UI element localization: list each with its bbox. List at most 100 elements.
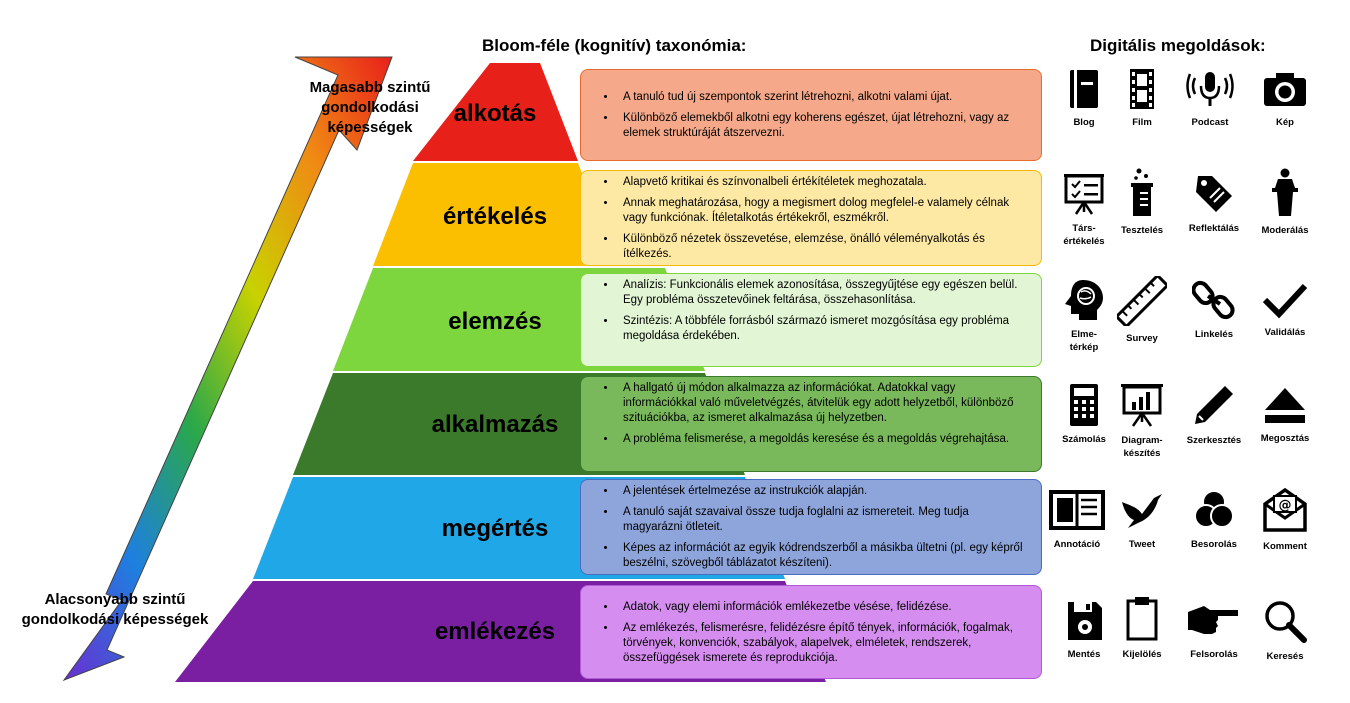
book-icon <box>1049 490 1105 530</box>
description-item: A hallgató új módon alkalmazza az inform… <box>617 381 1031 426</box>
digital-tool-podcast: Podcast <box>1175 68 1245 129</box>
digital-tool-annotacio: Annotáció <box>1042 490 1112 551</box>
icon-label: Diagram- készítés <box>1121 435 1163 459</box>
icon-label: Keresés <box>1266 651 1304 662</box>
description-item: A probléma felismerése, a megoldás keres… <box>617 432 1031 447</box>
icon-label: Számolás <box>1062 434 1106 445</box>
arrow-top-label: Magasabb szintű gondolkodási képességek <box>309 79 431 136</box>
camera-icon <box>1264 73 1306 106</box>
digital-tool-survey: Survey <box>1107 276 1177 345</box>
icon-label: Felsorolás <box>1190 649 1238 660</box>
digital-tool-moderalas: Moderálás <box>1250 168 1320 237</box>
icon-label: Annotáció <box>1053 539 1101 550</box>
description-item: Az emlékezés, felismerésre, felidézésre … <box>617 621 1031 666</box>
digital-tool-reflektalas: Reflektálás <box>1179 172 1249 235</box>
icon-label: Elme- térkép <box>1069 329 1099 353</box>
digital-title: Digitális megoldások: <box>1090 36 1266 55</box>
description-item: Szintézis: A többféle forrásból származó… <box>617 314 1031 344</box>
icon-label: Megosztás <box>1260 433 1310 444</box>
digital-tool-elmeterkep: Elme- térkép <box>1049 278 1119 354</box>
digital-tool-kereses: Keresés <box>1250 598 1320 663</box>
description-box-elemzes: Analízis: Funkcionális elemek azonosítás… <box>580 273 1042 367</box>
digital-tool-komment: @ Komment <box>1250 486 1320 553</box>
calculator-icon <box>1070 384 1098 426</box>
icon-label: Társ- értékelés <box>1063 223 1105 247</box>
film-icon <box>1130 69 1154 109</box>
icon-label: Mentés <box>1067 649 1101 660</box>
level-band-ertekeles <box>373 163 618 266</box>
magnifier-icon <box>1265 601 1307 643</box>
description-item: Alapvető kritikai és színvonalbeli érték… <box>617 175 1031 190</box>
tag-icon <box>1196 176 1232 212</box>
description-box-alkotas: A tanuló tud új szempontok szerint létre… <box>580 69 1042 161</box>
digital-tool-film: Film <box>1107 68 1177 129</box>
icon-label: Moderálás <box>1261 225 1309 236</box>
link-icon <box>1192 280 1235 320</box>
description-box-alkalmazas: A hallgató új módon alkalmazza az inform… <box>580 376 1042 472</box>
digital-tool-felsorolas: Felsorolás <box>1179 600 1249 661</box>
description-box-megertes: A jelentések értelmezése az instrukciók … <box>580 479 1042 575</box>
description-box-ertekeles: Alapvető kritikai és színvonalbeli érték… <box>580 170 1042 266</box>
description-box-emlekezes: Adatok, vagy elemi információk emlékezet… <box>580 585 1042 679</box>
description-item: A tanuló saját szavaival össze tudja fog… <box>617 505 1031 535</box>
digital-tool-teszteles: Tesztelés <box>1107 168 1177 237</box>
level-label-ertekeles: értékelés <box>442 203 548 230</box>
level-label-emlekezes: emlékezés <box>434 618 556 645</box>
digital-tool-tweet: Tweet <box>1107 488 1177 551</box>
level-band-alkotas <box>413 63 578 161</box>
digital-tool-szamolas: Számolás <box>1049 383 1119 446</box>
description-item: A jelentések értelmezése az instrukciók … <box>617 484 1031 499</box>
digital-tool-blog: Blog <box>1049 68 1119 129</box>
bird-icon <box>1122 494 1162 528</box>
icon-label: Blog <box>1073 117 1095 128</box>
chart-board-icon <box>1121 384 1163 427</box>
level-label-alkotas: alkotás <box>453 100 537 127</box>
icon-label: Reflektálás <box>1188 223 1240 234</box>
description-item: Képes az információt az egyik kódrendsze… <box>617 541 1031 571</box>
description-item: Adatok, vagy elemi információk emlékezet… <box>617 600 1031 615</box>
description-item: A tanuló tud új szempontok szerint létre… <box>617 90 1031 105</box>
description-item: Különböző nézetek összevetése, elemzése,… <box>617 232 1031 262</box>
icon-label: Kijelölés <box>1122 649 1162 660</box>
level-label-alkalmazas: alkalmazás <box>431 411 559 438</box>
mind-map-icon <box>1065 280 1103 320</box>
blog-icon <box>1070 70 1098 108</box>
email-icon: @ <box>1263 487 1307 532</box>
icon-label: Szerkesztés <box>1186 435 1242 446</box>
pointing-hand-icon <box>1188 606 1238 634</box>
pyramid-title: Bloom-féle (kognitív) taxonómia: <box>482 36 747 55</box>
level-label-elemzes: elemzés <box>448 308 542 335</box>
floppy-disk-icon <box>1068 602 1102 640</box>
pencil-icon <box>1195 386 1233 424</box>
podium-icon <box>1272 168 1298 216</box>
description-item: Analízis: Funkcionális elemek azonosítás… <box>617 278 1031 308</box>
icon-label: Survey <box>1126 333 1158 344</box>
icon-label: Validálás <box>1264 327 1306 338</box>
icon-label: Linkelés <box>1194 329 1234 340</box>
digital-tool-mentes: Mentés <box>1049 600 1119 661</box>
icon-label: Kép <box>1276 117 1294 128</box>
digital-tool-besorolas: Besorolás <box>1179 488 1249 551</box>
digital-tool-kijeloles: Kijelölés <box>1107 596 1177 661</box>
digital-tool-validalas: Validálás <box>1250 280 1320 339</box>
icon-label: Film <box>1132 117 1152 128</box>
ruler-icon <box>1117 276 1167 326</box>
icon-label: Besorolás <box>1191 539 1237 550</box>
venn-icon <box>1194 490 1234 528</box>
digital-tool-tarsertekeles: Társ- értékelés <box>1049 172 1119 248</box>
digital-tool-szerkesztes: Szerkesztés <box>1179 382 1249 447</box>
digital-tool-linkeles: Linkelés <box>1179 278 1249 341</box>
svg-text:@: @ <box>1279 498 1292 513</box>
test-tube-icon <box>1131 168 1153 216</box>
icon-label: Podcast <box>1191 117 1229 128</box>
clipboard-icon <box>1126 597 1158 641</box>
podcast-icon <box>1186 72 1234 106</box>
eject-icon <box>1265 388 1305 423</box>
icon-label: Tweet <box>1128 539 1156 550</box>
arrow-bottom-label: Alacsonyabb szintű gondolkodási képesség… <box>21 591 209 628</box>
icon-label: Komment <box>1263 541 1307 552</box>
digital-tool-megosztas: Megosztás <box>1250 386 1320 445</box>
digital-tool-kep: Kép <box>1250 68 1320 129</box>
description-item: Annak meghatározása, hogy a megismert do… <box>617 196 1031 226</box>
digital-tool-diagramkeszites: Diagram- készítés <box>1107 380 1177 460</box>
